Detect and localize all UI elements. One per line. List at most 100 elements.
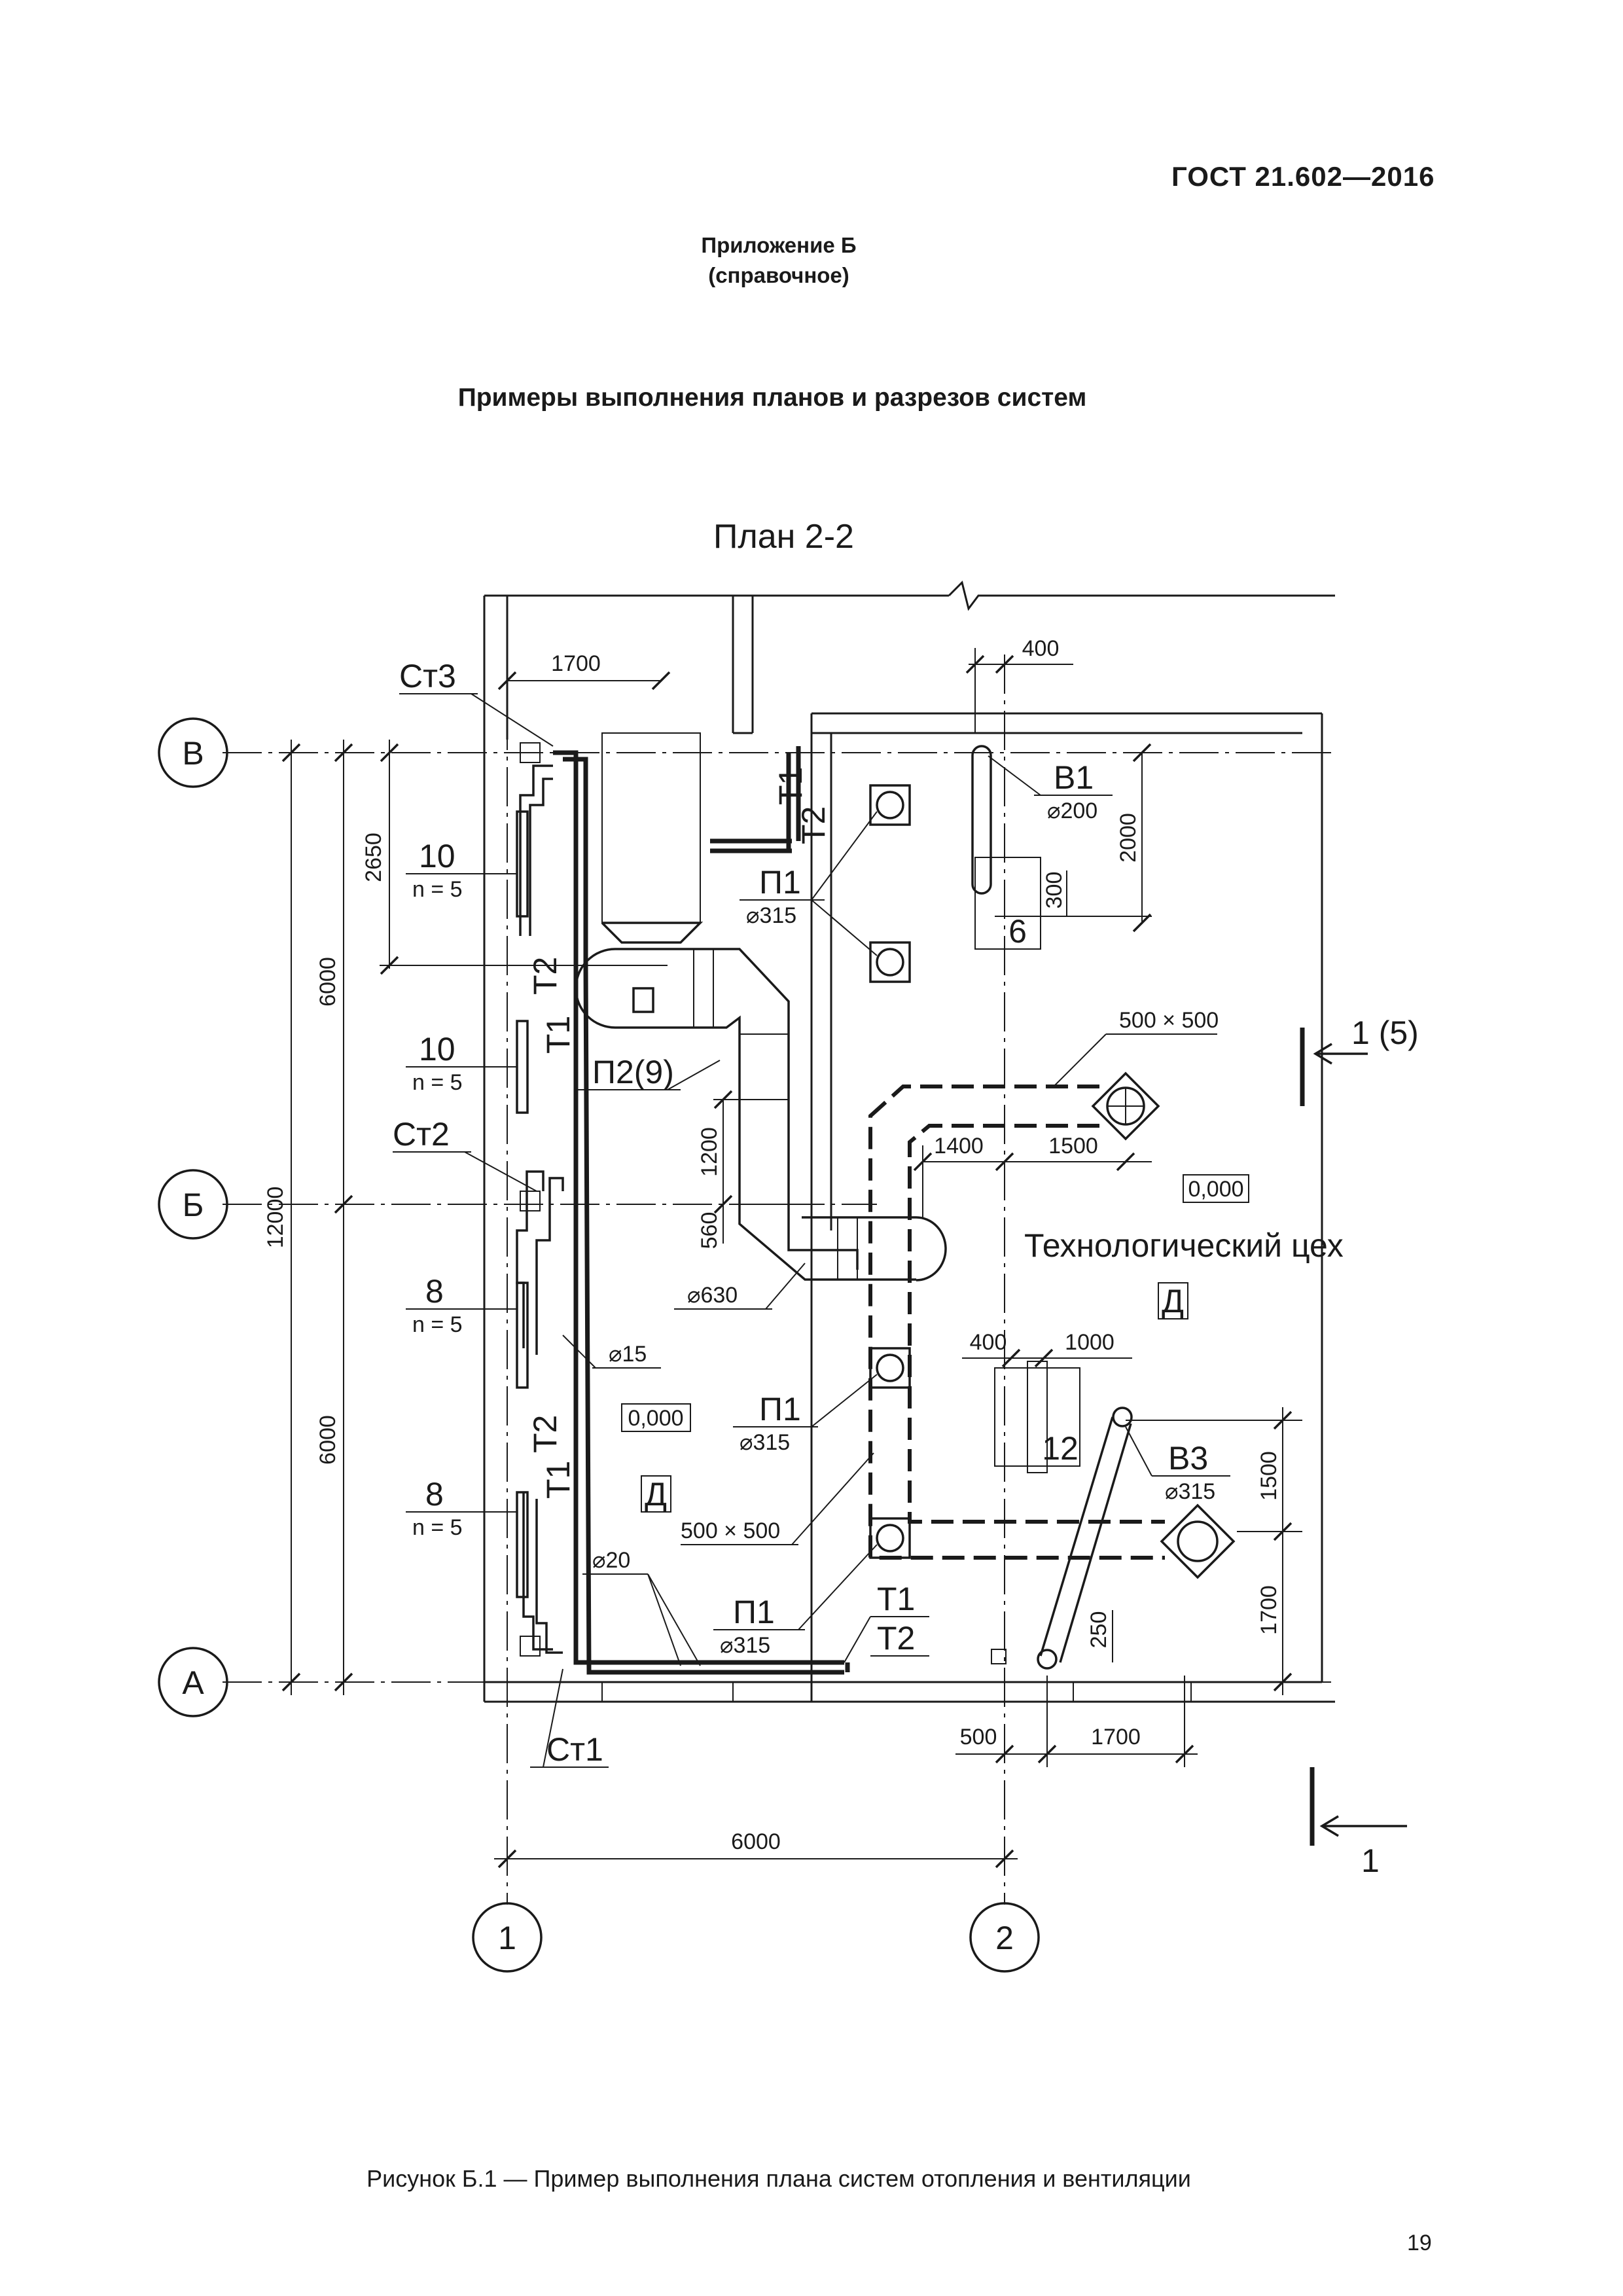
equipment-12-label: 12: [1042, 1430, 1079, 1467]
dim-2650: 2650: [361, 833, 386, 882]
category-1: Д: [645, 1476, 667, 1513]
label-t2-bottom: Т2: [877, 1620, 915, 1657]
plan-title: План 2-2: [713, 518, 854, 556]
rad-8b-n: n = 5: [412, 1515, 463, 1540]
dim-1000-unit: 1000: [1065, 1330, 1115, 1355]
label-b1-diameter: ⌀200: [1047, 798, 1097, 823]
rad-10a-count: 10: [419, 838, 455, 874]
label-st1: Ст1: [546, 1731, 603, 1768]
label-st2: Ст2: [393, 1116, 450, 1153]
exhaust-ducts: [868, 1085, 1165, 1560]
top-dimensions: 1700 400: [497, 636, 1073, 733]
heating-pipes: [516, 742, 850, 1675]
label-b1: В1: [1054, 759, 1094, 796]
axis-label-b: Б: [183, 1187, 204, 1223]
inner-dimensions: 2000 300 1200 560 1400 1500 400 1000 150…: [697, 743, 1302, 1695]
axis-marker-b: [158, 1169, 228, 1240]
dim-400-top: 400: [1022, 636, 1060, 661]
dim-1500-v: 1500: [1257, 1451, 1281, 1501]
diffusers: [869, 784, 1236, 1579]
rad-10a-n: n = 5: [412, 877, 463, 902]
dim-1700-top: 1700: [551, 651, 601, 676]
radiator: [516, 1282, 529, 1389]
label-d630: ⌀630: [687, 1283, 738, 1308]
rad-8a-n: n = 5: [412, 1312, 463, 1337]
section-title: Примеры выполнения планов и разрезов сис…: [457, 384, 1087, 412]
dim-1200: 1200: [697, 1127, 722, 1177]
rad-8a-count: 8: [425, 1273, 444, 1310]
axis-marker-2: [969, 1902, 1040, 1973]
level-value-1: 0,000: [628, 1406, 683, 1431]
label-p2: П2(9): [592, 1054, 674, 1090]
axis-label-1: 1: [498, 1920, 516, 1956]
bottom-dimensions: 500 1700 6000: [494, 1676, 1198, 1869]
appendix-heading: Приложение Б (справочное): [0, 230, 1558, 291]
label-t1-bottom: Т1: [877, 1581, 915, 1617]
dim-2000: 2000: [1116, 813, 1141, 863]
label-p1-top: П1: [759, 864, 801, 901]
equipment-6-label: 6: [1008, 913, 1027, 950]
level-marker: [1183, 1174, 1249, 1203]
axis-label-2: 2: [995, 1920, 1014, 1956]
label-d20: ⌀20: [592, 1548, 630, 1573]
dim-12000: 12000: [263, 1187, 288, 1249]
radiator: [516, 1020, 529, 1114]
label-t2-top: Т2: [795, 806, 832, 844]
dim-1400: 1400: [934, 1134, 984, 1158]
dim-250: 250: [1086, 1611, 1111, 1649]
dim-500-bottom: 500: [960, 1725, 997, 1749]
appendix-title: Приложение Б: [701, 233, 857, 257]
supply-ducts: [575, 922, 947, 1282]
label-b3: В3: [1168, 1440, 1208, 1477]
riser-st1: [520, 1636, 541, 1657]
level-value-2: 0,000: [1188, 1177, 1243, 1202]
dim-6000-upper: 6000: [315, 957, 340, 1007]
section-label-bottom: 1: [1361, 1842, 1380, 1879]
standard-number: ГОСТ 21.602—2016: [1171, 161, 1435, 192]
label-st3: Ст3: [399, 658, 456, 694]
category-marker: [641, 1475, 671, 1513]
dim-6000-lower: 6000: [315, 1415, 340, 1465]
label-p1-mid: П1: [759, 1391, 801, 1427]
category-marker: [1158, 1282, 1188, 1319]
radiator: [516, 810, 529, 918]
label-t1-top: Т1: [772, 767, 809, 805]
axis-marker-1: [472, 1902, 543, 1973]
left-dimensions: 12000 6000 6000 2650: [263, 740, 668, 1695]
label-p1-top-diameter: ⌀315: [746, 903, 796, 928]
rad-10b-count: 10: [419, 1031, 455, 1067]
rad-10b-n: n = 5: [412, 1070, 463, 1095]
level-marker: [621, 1403, 691, 1432]
label-p1-bottom: П1: [733, 1594, 775, 1630]
label-p1-mid-diameter: ⌀315: [740, 1430, 790, 1455]
label-p1-bottom-diameter: ⌀315: [720, 1633, 770, 1658]
label-t2-lower: Т2: [527, 1415, 563, 1453]
figure-caption: Рисунок Б.1 — Пример выполнения плана си…: [366, 2165, 1191, 2192]
label-t1-lower: Т1: [540, 1461, 577, 1499]
label-t2-upper: Т2: [527, 957, 563, 995]
dim-1700-bottom: 1700: [1091, 1725, 1141, 1749]
label-d15: ⌀15: [609, 1342, 647, 1367]
radiator: [516, 1491, 529, 1598]
riser-st3: [520, 742, 541, 763]
section-label-top: 1 (5): [1351, 1014, 1419, 1051]
equipment: 6 12: [971, 745, 1133, 1670]
rad-8b-count: 8: [425, 1476, 444, 1513]
dim-560: 560: [697, 1212, 722, 1249]
category-2: Д: [1162, 1283, 1184, 1319]
dim-6000-bottom: 6000: [731, 1829, 781, 1854]
dim-400-unit: 400: [970, 1330, 1007, 1355]
dim-1700-v: 1700: [1257, 1585, 1281, 1635]
label-t1-upper: Т1: [540, 1016, 577, 1054]
axis-label-a: А: [182, 1664, 204, 1701]
page-number: 19: [1407, 2231, 1432, 2255]
label-b3-diameter: ⌀315: [1165, 1479, 1215, 1504]
riser-st2: [520, 1191, 541, 1211]
dim-300: 300: [1042, 872, 1067, 909]
drawing-labels: Ст3 10 n = 5 10 n = 5 Ст2 8 n = 5 8 n = …: [393, 658, 1419, 1879]
label-duct-500-bottom: 500 × 500: [681, 1518, 780, 1543]
grid-axes: В Б А 1 2: [158, 655, 1335, 1973]
appendix-type: (справочное): [708, 263, 849, 287]
dim-1500-h: 1500: [1048, 1134, 1098, 1158]
